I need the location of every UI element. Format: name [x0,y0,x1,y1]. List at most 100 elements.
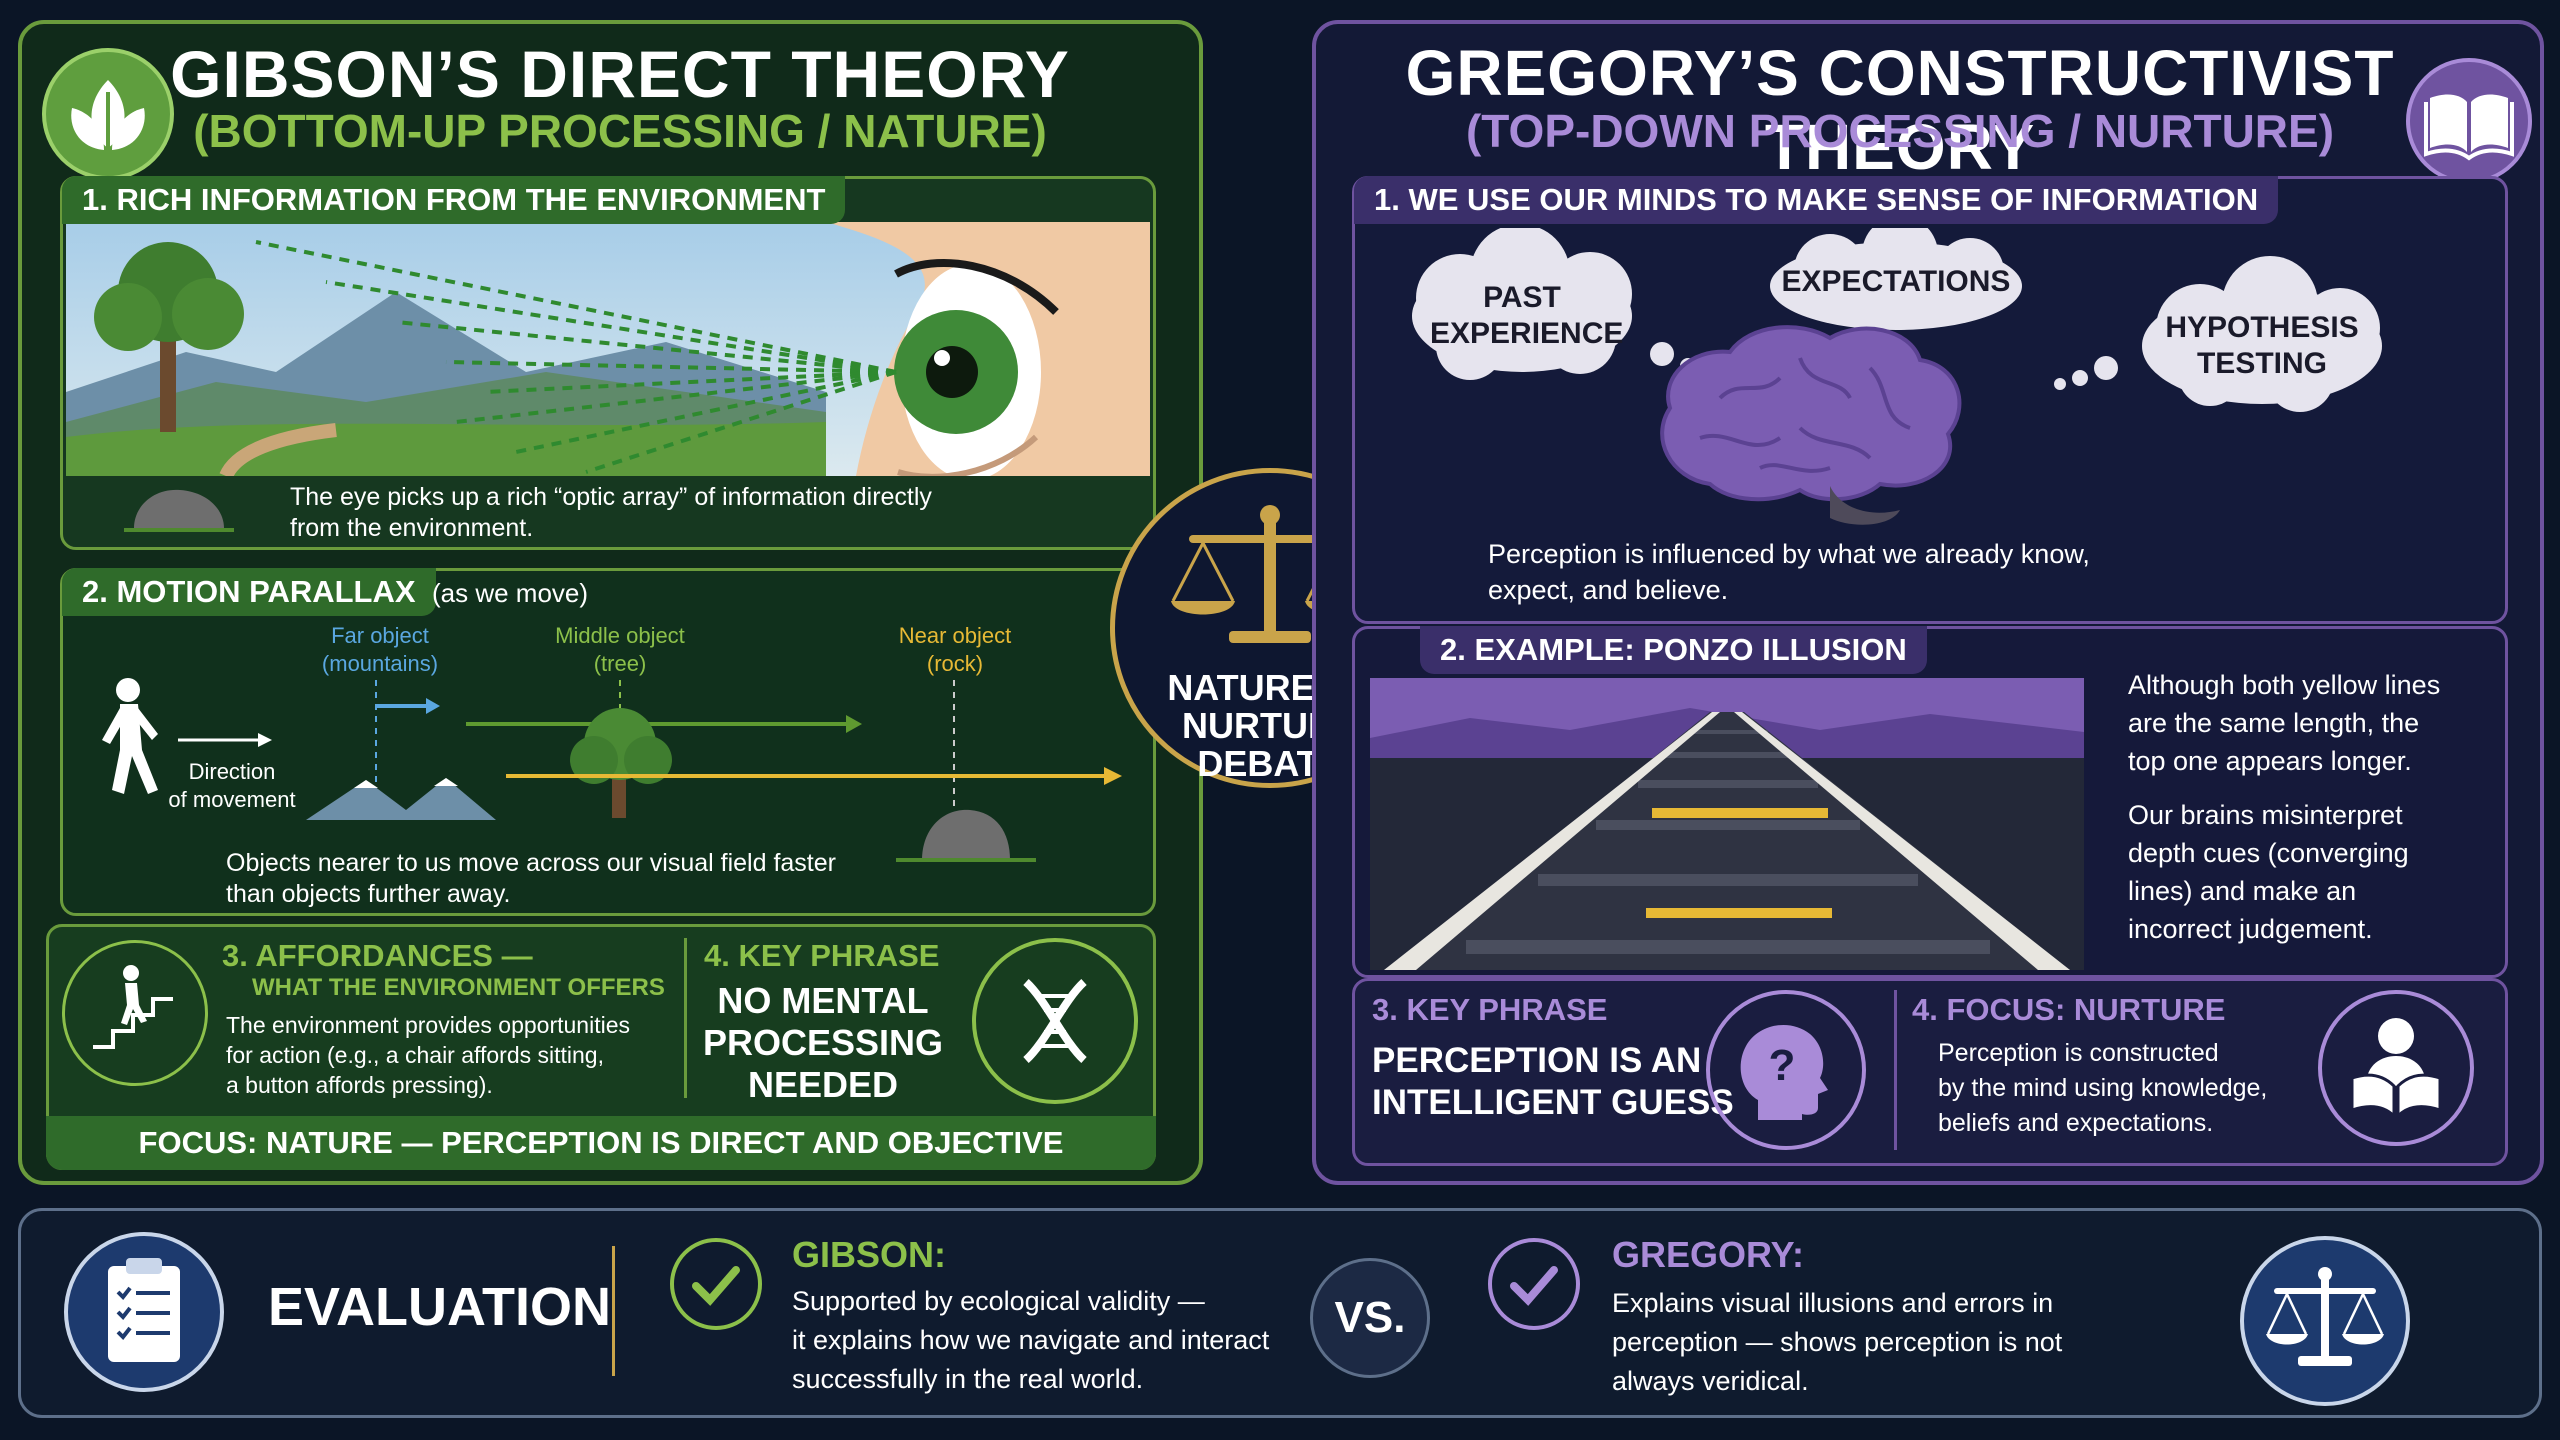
svg-text:?: ? [1769,1041,1796,1090]
label-line: of movement [168,787,296,812]
cloud-expectations: EXPECTATIONS [1781,265,2011,298]
cloud-line: EXPERIENCE [1430,317,1624,350]
body-line: by the mind using knowledge, [1938,1074,2268,1102]
motion-parallax-note: (as we move) [432,578,589,608]
divider [684,938,687,1098]
evaluation-bar [18,1208,2542,1418]
gregory-check-icon [1488,1238,1580,1330]
phrase-line: PERCEPTION IS AN [1372,1041,1702,1080]
label-line: Near object [898,623,1012,648]
divider [1894,990,1897,1150]
text-line: depth cues (converging [2128,838,2409,868]
gregory-section-2-title: 2. EXAMPLE: PONZO ILLUSION [1440,632,1907,667]
cloud-line: TESTING [2196,347,2327,380]
label-line: (tree) [593,651,647,676]
caption-line: than objects further away. [226,880,511,908]
text-line: are the same length, the [2128,708,2420,738]
gregory-section-1-title: 1. WE USE OUR MINDS TO MAKE SENSE OF INF… [1374,182,2259,217]
rock-icon [124,482,234,532]
evaluation-scales-icon [2240,1236,2410,1406]
gregory-section-4-body: Perception is constructed by the mind us… [1938,1036,2318,1141]
gibson-section-2-title-bar: 2. MOTION PARALLAX [62,568,436,616]
optic-array-illustration [66,222,1150,476]
eval-line: Explains visual illusions and errors in [1612,1288,2054,1318]
label-line: (rock) [926,651,984,676]
ponzo-illusion-illustration [1370,678,2084,970]
caption-line: expect, and believe. [1488,575,1729,605]
gregory-section-1-caption: Perception is influenced by what we alre… [1488,536,2288,608]
gibson-focus-text: FOCUS: NATURE — PERCEPTION IS DIRECT AND… [138,1125,1064,1160]
caption-line: Objects nearer to us move across our vis… [226,849,836,877]
gregory-key-phrase: PERCEPTION IS AN INTELLIGENT GUESS [1372,1040,1734,1124]
middle-object-label: Middle object (tree) [530,622,710,678]
gibson-focus-bar: FOCUS: NATURE — PERCEPTION IS DIRECT AND… [46,1116,1156,1170]
caption-line: Perception is influenced by what we alre… [1488,539,2090,569]
near-object-label: Near object (rock) [870,622,1040,678]
vs-badge: VS. [1310,1258,1430,1378]
ponzo-explanation: Although both yellow lines are the same … [2128,666,2488,948]
eval-line: successfully in the real world. [792,1364,1144,1394]
gibson-section-1-title-bar: 1. RICH INFORMATION FROM THE ENVIRONMENT [62,176,846,224]
eval-line: perception — shows perception is not [1612,1327,2063,1357]
gregory-section-4-title: 4. FOCUS: NURTURE [1912,992,2226,1027]
gibson-key-phrase: NO MENTAL PROCESSING NEEDED [698,980,948,1106]
body-line: beliefs and expectations. [1938,1109,2214,1137]
gibson-subtitle: (BOTTOM-UP PROCESSING / NATURE) [193,105,1047,157]
label-line: Far object [331,623,429,648]
gibson-section-1-title: 1. RICH INFORMATION FROM THE ENVIRONMENT [82,182,826,217]
phrase-line: INTELLIGENT GUESS [1372,1083,1734,1122]
motion-parallax-diagram [66,660,1150,880]
caption-line: The eye picks up a rich “optic array” of… [290,483,932,511]
text-line: Our brains misinterpret [2128,800,2403,830]
text-line: top one appears longer. [2128,746,2412,776]
book-icon [2406,58,2532,184]
eval-line: always veridical. [1612,1366,1809,1396]
gibson-section-2-title: 2. MOTION PARALLAX [82,574,416,609]
body-line: a button affords pressing). [226,1072,493,1098]
label-line: (mountains) [321,651,439,676]
text-line: lines) and make an [2128,876,2357,906]
gibson-eval-title: GIBSON: [792,1234,947,1275]
thought-clouds-diagram [1400,228,2500,548]
gregory-section-3-title: 3. KEY PHRASE [1372,992,1608,1027]
body-line: for action (e.g., a chair affords sittin… [226,1042,604,1068]
cloud-line: HYPOTHESIS [2165,311,2359,344]
gibson-check-icon [670,1238,762,1330]
label-line: Direction [188,759,276,784]
gregory-section-2-title-bar: 2. EXAMPLE: PONZO ILLUSION [1420,626,1927,674]
phrase-line: PROCESSING [702,1022,944,1063]
gregory-subtitle: (TOP-DOWN PROCESSING / NURTURE) [1465,105,2335,157]
body-line: Perception is constructed [1938,1039,2219,1067]
head-question-icon: ? [1706,990,1866,1150]
cloud-hypothesis-testing: HYPOTHESIS TESTING [2150,310,2374,382]
gregory-eval-body: Explains visual illusions and errors in … [1612,1284,2172,1401]
gibson-title: GIBSON’S DIRECT THEORY [170,37,1070,111]
cloud-line: PAST [1483,281,1561,314]
stairs-walker-icon [62,940,208,1086]
phrase-line: NEEDED [747,1064,899,1105]
evaluation-label: EVALUATION [268,1277,611,1337]
gibson-eval-body: Supported by ecological validity — it ex… [792,1282,1332,1399]
gibson-section-1-caption: The eye picks up a rich “optic array” of… [290,482,1110,544]
gibson-section-3-title: 3. AFFORDANCES — [222,938,533,973]
phrase-line: NO MENTAL [717,980,929,1021]
brain-icon [1660,325,1962,525]
eval-line: it explains how we navigate and interact [792,1325,1270,1355]
label-line: Middle object [555,623,685,648]
gibson-section-4-title: 4. KEY PHRASE [704,938,940,973]
gibson-section-3-subtitle: WHAT THE ENVIRONMENT OFFERS [252,974,665,1001]
gregory-title: GREGORY’S CONSTRUCTIVIST THEORY [1405,37,2395,183]
text-line: Although both yellow lines [2128,670,2441,700]
gregory-eval-title: GREGORY: [1612,1234,1805,1275]
body-line: The environment provides opportunities [226,1012,631,1038]
gregory-bottom-box [1352,978,2508,1166]
gibson-section-2-caption: Objects nearer to us move across our vis… [226,848,1026,910]
direction-label: Direction of movement [162,758,302,814]
reader-icon [2318,990,2474,1146]
leaf-icon [42,48,174,180]
dna-icon [972,938,1138,1104]
divider [612,1246,615,1376]
eval-line: Supported by ecological validity — [792,1286,1205,1316]
far-object-label: Far object (mountains) [300,622,460,678]
clipboard-icon [64,1232,224,1392]
